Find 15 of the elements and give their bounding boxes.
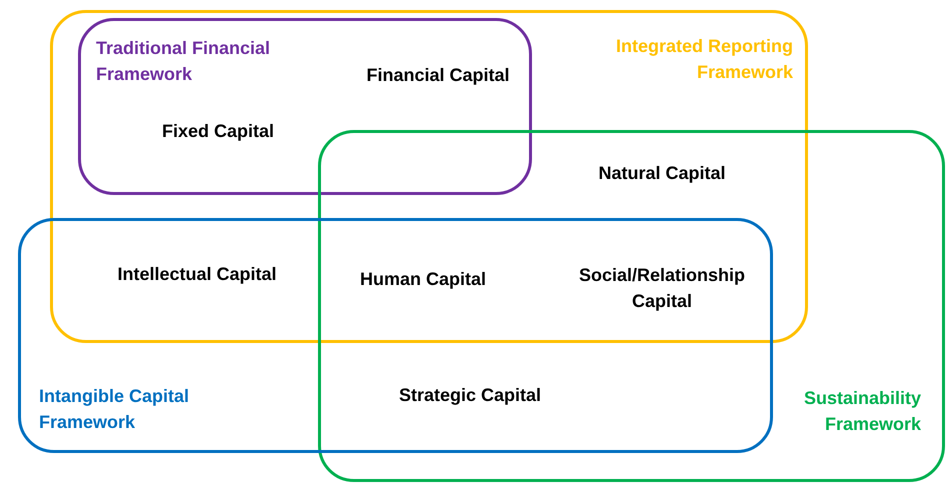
capital-label: Natural Capital: [597, 162, 727, 185]
capital-label: Social/Relationship Capital: [578, 264, 746, 313]
capital-label: Strategic Capital: [398, 384, 542, 407]
set-title: Traditional Financial Framework: [96, 37, 272, 86]
sustainability-set: [318, 130, 945, 482]
set-title: Intangible Capital Framework: [39, 385, 190, 434]
set-title: Integrated Reporting Framework: [614, 35, 793, 84]
traditional-financial-set: [78, 18, 532, 195]
intangible-capital-set: [18, 218, 773, 453]
capital-label: Intellectual Capital: [116, 263, 278, 286]
capital-label: Fixed Capital: [160, 120, 276, 143]
capital-label: Financial Capital: [365, 64, 511, 87]
integrated-reporting-set: [50, 10, 808, 343]
set-title: Sustainability Framework: [802, 387, 921, 436]
capital-label: Human Capital: [358, 268, 488, 291]
